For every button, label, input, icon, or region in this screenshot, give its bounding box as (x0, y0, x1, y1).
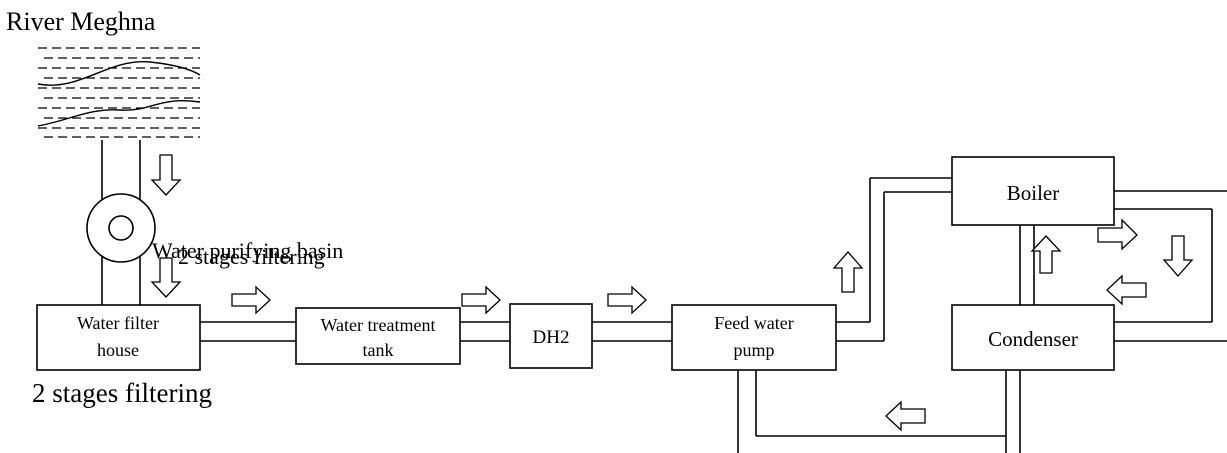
feed-pump-label-2: pump (733, 340, 774, 360)
purifying-basin-symbol (86, 193, 156, 263)
boiler-box (951, 156, 1115, 226)
basin-stages-label: 2 stages filtering (178, 244, 325, 269)
condenser-box (951, 304, 1115, 371)
left-arrow-icon (1106, 274, 1147, 306)
right-arrow-icon (1097, 218, 1138, 251)
boiler-condenser-pipes (1005, 190, 1227, 453)
right-arrow-icon (461, 285, 501, 315)
up-arrow-icon (1030, 235, 1062, 274)
water-filter-house-box (36, 304, 201, 371)
right-arrow-icon (231, 285, 271, 315)
feed-water-pump-box (671, 304, 837, 371)
left-arrow-icon (885, 400, 926, 432)
river-water (37, 47, 201, 138)
filter-house-label-1: Water filter (77, 313, 159, 333)
condenser-label: Condenser (988, 327, 1078, 351)
feed-pump-label-1: Feed water (714, 313, 793, 333)
dh2-box (509, 303, 593, 369)
dh2-label: DH2 (533, 327, 570, 348)
boiler-label: Boiler (1007, 181, 1060, 205)
river-title: River Meghna (6, 7, 156, 36)
water-treatment-tank-box (295, 307, 461, 365)
treatment-tank-label-2: tank (363, 340, 394, 360)
treatment-tank-label-1: Water treatment (321, 315, 436, 335)
filter-house-caption: 2 stages filtering (32, 378, 212, 408)
right-arrow-icon (607, 285, 647, 315)
filter-house-label-2: house (97, 340, 139, 360)
down-arrow-icon (150, 154, 182, 196)
up-arrow-icon (832, 251, 864, 293)
basin-label: Water purifying basin (152, 238, 343, 263)
down-arrow-icon (150, 257, 182, 298)
feed-pump-pipes (737, 177, 1006, 453)
main-line-pipes (200, 321, 672, 342)
down-arrow-icon (1162, 235, 1194, 277)
